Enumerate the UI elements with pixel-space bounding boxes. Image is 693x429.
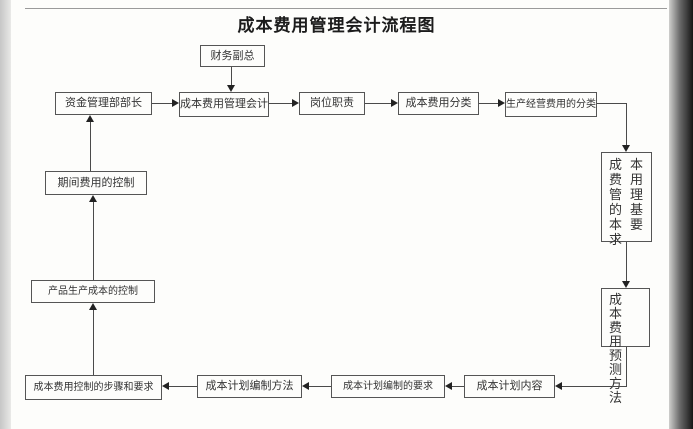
- arrow-up-icon: [89, 195, 97, 202]
- node-period-expense-control: 期间费用的控制: [45, 171, 147, 195]
- arrow-left-icon: [302, 382, 309, 390]
- node-control-steps: 成本费用控制的步骤和要求: [25, 375, 162, 400]
- connector-forecast-to-plancontent: [561, 386, 627, 387]
- arrow-up-icon: [89, 303, 97, 310]
- connector-prodop-to-basicreq: [626, 103, 627, 146]
- arrow-left-icon: [162, 382, 169, 390]
- connector-accountant-to-job: [269, 103, 293, 104]
- node-funds-mgmt-head: 资金管理部部长: [55, 92, 152, 115]
- node-cfo: 财务副总: [200, 45, 265, 67]
- connector-ctrlsteps-to-productctl: [93, 309, 94, 375]
- arrow-down-icon: [622, 145, 630, 152]
- arrow-up-icon: [86, 115, 94, 122]
- arrow-left-icon: [445, 382, 452, 390]
- arrow-right-icon: [172, 99, 179, 107]
- connector-prodop-to-basicreq: [597, 103, 627, 104]
- connector-funds-to-accountant: [152, 103, 176, 104]
- connector-forecast-to-plancontent: [626, 347, 627, 387]
- page-right-edge: [669, 0, 693, 429]
- arrow-down-icon: [227, 85, 235, 92]
- node-cost-expense-classification: 成本费用分类: [398, 92, 479, 115]
- connector-classification-to-prodop: [479, 103, 500, 104]
- node-prod-op-expense-classification: 生产经营费用的分类: [505, 92, 597, 117]
- connector-periodctl-to-funds: [90, 121, 91, 171]
- node-job-duties: 岗位职责: [299, 92, 365, 115]
- connector-prepmethod-to-ctrlsteps: [167, 386, 197, 387]
- arrow-right-icon: [292, 99, 299, 107]
- diagram-title: 成本费用管理会计流程图: [237, 16, 436, 36]
- connector-cfo-to-accountant: [231, 67, 232, 87]
- node-plan-prep-method: 成本计划编制方法: [197, 375, 302, 398]
- connector-job-to-classification: [365, 103, 393, 104]
- node-cost-plan-content: 成本计划内容: [464, 375, 555, 398]
- node-basic-requirements: 成本费用管理的基本要求: [601, 152, 652, 247]
- connector-basicreq-to-forecast: [626, 242, 627, 282]
- page-left-edge: [0, 0, 11, 429]
- arrow-left-icon: [555, 382, 562, 390]
- node-plan-prep-requirements: 成本计划编制的要求: [331, 375, 445, 398]
- arrow-right-icon: [391, 99, 398, 107]
- connector-preprereq-to-prepmethod: [307, 386, 331, 387]
- node-cost-mgmt-accountant: 成本费用管理会计: [179, 92, 269, 117]
- page-top-rule: [25, 8, 667, 9]
- node-product-cost-control: 产品生产成本的控制: [31, 280, 155, 303]
- arrow-down-icon: [622, 281, 630, 288]
- connector-plancontent-to-preprereq: [450, 386, 464, 387]
- arrow-right-icon: [498, 99, 505, 107]
- connector-productctl-to-periodctl: [93, 201, 94, 280]
- node-forecast-method: 成本费用预测方法: [601, 288, 650, 405]
